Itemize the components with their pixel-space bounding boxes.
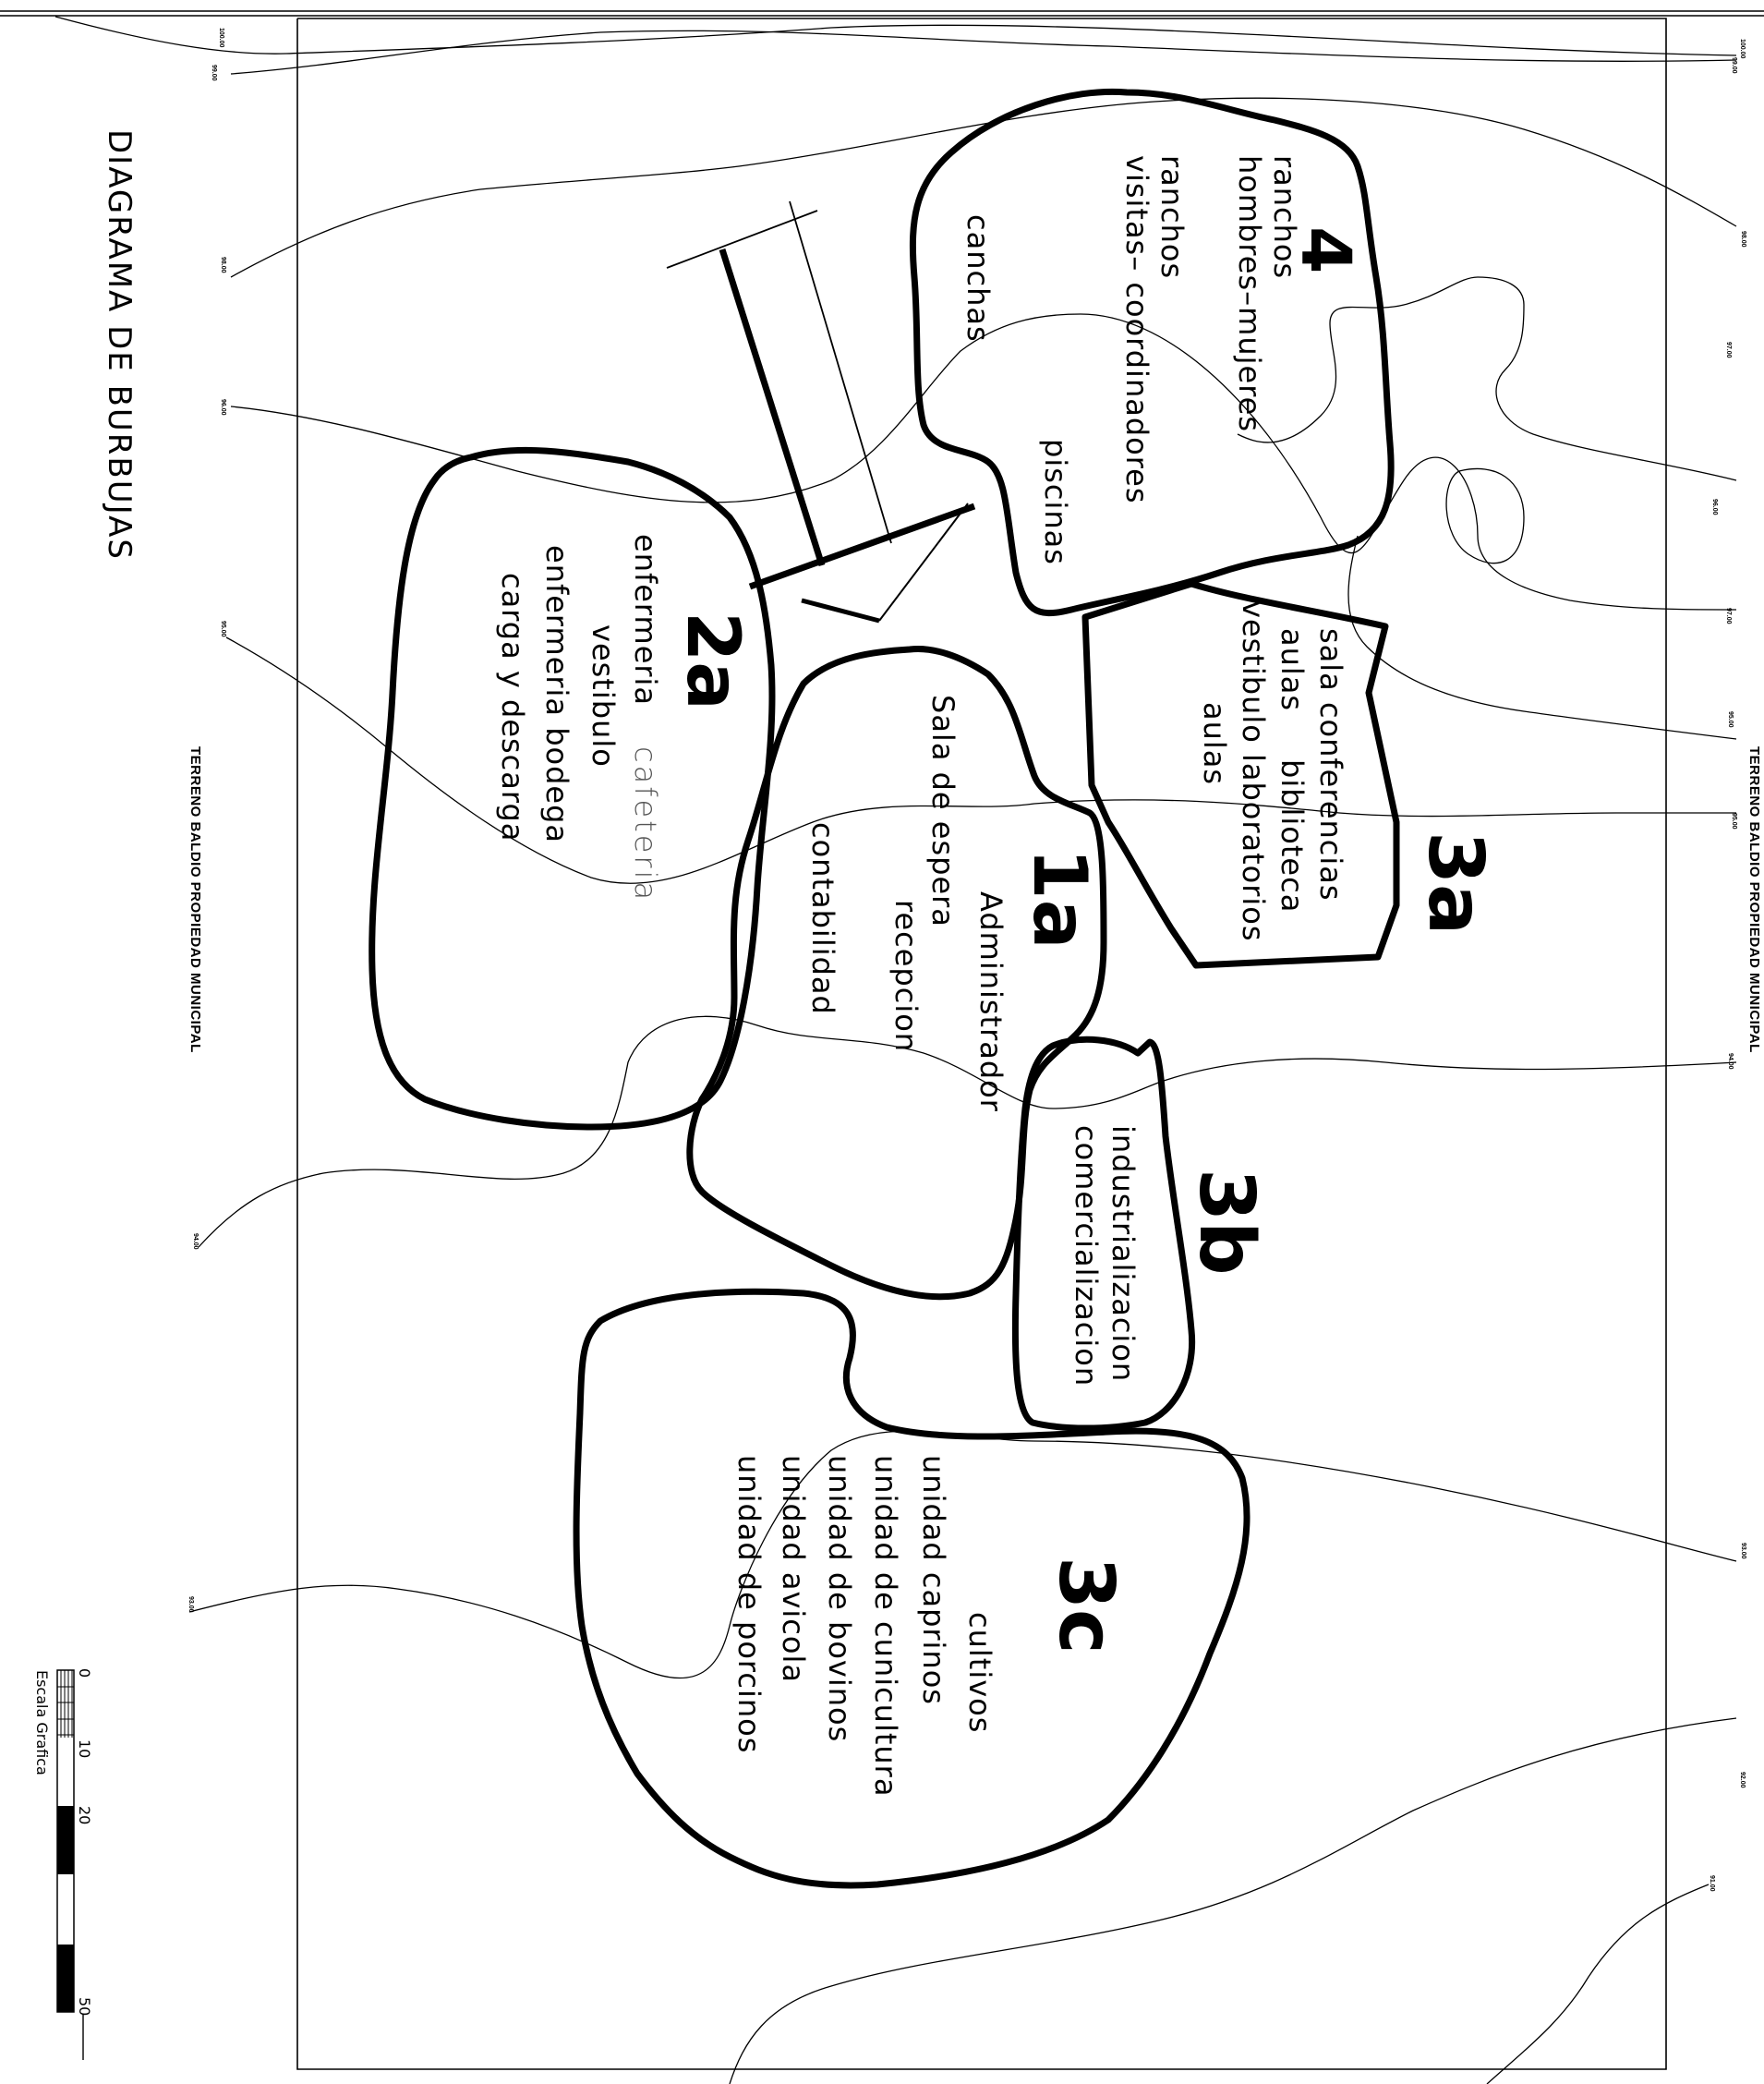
bubble-3c-line-3: unidad de cunicultura xyxy=(868,1455,903,1797)
bubble-4-line-6: canchas xyxy=(961,214,996,343)
bubble-3b-number: 3b xyxy=(1182,1169,1270,1276)
bubble-3a-line-4: vestibulo laboratorios xyxy=(1236,600,1271,942)
bubble-3b-line-2: comercializacion xyxy=(1069,1125,1104,1387)
bubble-2a: 2a enfermeria cafeteria vestibulo enferm… xyxy=(369,446,776,1131)
bubble-1a-line-3: recepcion xyxy=(888,900,924,1052)
scale-title: Escala Grafica xyxy=(33,1670,51,1775)
bubble-2a-line-5: carga y descarga xyxy=(495,573,530,842)
bubble-2a-line-2: cafeteria xyxy=(628,746,663,903)
elevation-label-left-4: 95.00 xyxy=(220,621,226,637)
bubble-3a-line-1: sala conferencias xyxy=(1313,628,1348,902)
elevation-label-right-7: 95.00 xyxy=(1731,813,1737,830)
elevation-label-right-1: 99.00 xyxy=(1731,57,1737,74)
bubble-3c: 3c cultivos unidad caprinos unidad de cu… xyxy=(573,1288,1251,1889)
bubble-3b: 3b industrializacion comercializacion xyxy=(1011,1036,1270,1432)
scale-tick-50: 50 xyxy=(76,1997,93,2016)
bubble-4-line-2: hombres–mujeres xyxy=(1232,155,1267,432)
bubble-3c-line-4: unidad de bovinos xyxy=(822,1455,857,1742)
elevation-label-right-8: 94.00 xyxy=(1727,1053,1734,1070)
bubble-4-line-5: piscinas xyxy=(1038,439,1073,565)
elevation-label-right-0: 100.00 xyxy=(1739,39,1746,59)
bubble-2a-number: 2a xyxy=(671,612,754,710)
bubble-3c-line-1: cultivos xyxy=(962,1612,997,1733)
scale-tick-10: 10 xyxy=(76,1739,93,1758)
elevation-label-right-3: 97.00 xyxy=(1725,342,1732,358)
bubble-1a-line-1: Administrador xyxy=(973,891,1009,1112)
scale-tick-20: 20 xyxy=(76,1806,93,1824)
elevation-label-left-0: 100.00 xyxy=(218,28,224,48)
bubble-3a-line-5: aulas xyxy=(1197,702,1232,785)
elevation-label-left-5: 94.00 xyxy=(192,1233,199,1250)
bubble-3c-line-2: unidad caprinos xyxy=(916,1455,951,1705)
bubble-3c-line-6: unidad de porcinos xyxy=(731,1455,767,1753)
elevation-label-left-2: 98.00 xyxy=(220,257,226,273)
border-label-right: TERRENO BALDIO PROPIEDAD MUNICIPAL xyxy=(1746,746,1762,1053)
elevation-label-right-4: 96.00 xyxy=(1711,499,1718,515)
elevation-label-left-1: 99.00 xyxy=(211,65,217,81)
bubble-3a-number: 3a xyxy=(1411,831,1499,935)
elevation-label-right-9: 93.00 xyxy=(1740,1543,1746,1559)
bubble-3c-number: 3c xyxy=(1042,1557,1130,1654)
bubble-4: 4 ranchos hombres–mujeres ranchos visita… xyxy=(909,88,1395,617)
bubble-3a-line-2: aulas xyxy=(1275,628,1310,711)
bubble-3c-line-5: unidad avicola xyxy=(776,1455,811,1683)
bubble-4-line-3: ranchos xyxy=(1154,155,1190,279)
bubble-2a-line-3: vestibulo xyxy=(586,624,621,768)
access-road xyxy=(666,200,976,624)
bubble-2a-line-1: enfermeria xyxy=(628,534,663,706)
scale-fine-ticks xyxy=(56,1670,74,1738)
diagram-title: DIAGRAMA DE BURBUJAS xyxy=(101,129,138,561)
elevation-label-right-11: 91.00 xyxy=(1709,1875,1715,1892)
scale-tick-0: 0 xyxy=(76,1668,93,1678)
bubble-1a: 1a Administrador Sala de espera recepcio… xyxy=(686,645,1107,1301)
sheet-frame xyxy=(0,10,1764,2070)
elevation-label-right-6: 95.00 xyxy=(1727,711,1734,728)
bubble-4-line-1: ranchos xyxy=(1267,155,1302,279)
elevation-label-right-5: 97.00 xyxy=(1725,608,1732,624)
border-label-left: TERRENO BALDIO PROPIEDAD MUNICIPAL xyxy=(187,746,203,1053)
bubble-1a-line-4: contabilidad xyxy=(805,822,840,1015)
contour-lines xyxy=(54,16,1737,2084)
bubble-4-number: 4 xyxy=(1286,226,1365,274)
elevation-label-right-10: 92.00 xyxy=(1739,1772,1746,1788)
elevation-label-right-2: 98.00 xyxy=(1740,231,1746,248)
elevation-label-left-6: 93.00 xyxy=(187,1596,194,1613)
bubble-3a-line-3: biblioteca xyxy=(1275,759,1310,913)
bubble-1a-line-2: Sala de espera xyxy=(925,695,961,927)
elevation-label-left-3: 96.00 xyxy=(220,399,226,416)
bubble-3b-line-1: industrializacion xyxy=(1106,1125,1141,1382)
graphic-scale: 0 10 20 50 Escala Grafica xyxy=(33,1668,93,2060)
elevation-labels: 100.00 99.00 98.00 96.00 95.00 94.00 93.… xyxy=(187,28,1746,1892)
bubble-3a: 3a sala conferencias aulas biblioteca ve… xyxy=(1081,580,1499,969)
bubble-2a-line-4: enfermeria bodega xyxy=(539,545,574,843)
bubble-4-line-4: visitas– coordinadores xyxy=(1119,155,1154,504)
bubble-1a-number: 1a xyxy=(1017,848,1103,950)
